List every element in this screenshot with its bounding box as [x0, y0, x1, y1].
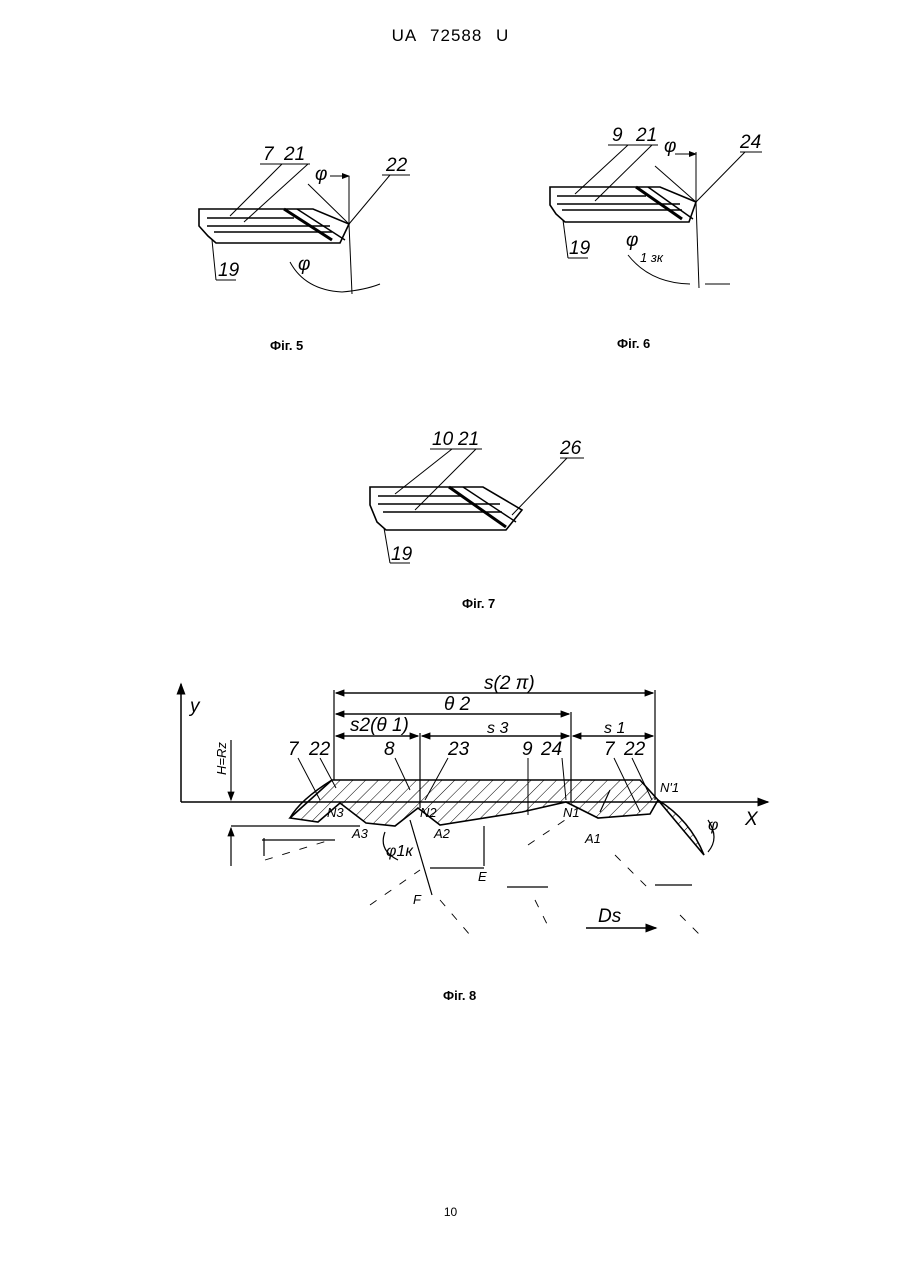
fig5-label-19: 19: [218, 260, 240, 281]
page-number: 10: [0, 1205, 901, 1219]
fig8-label-22-left: 22: [308, 739, 331, 760]
fig8-ds-label: Ds: [598, 906, 622, 927]
figure-5-caption: Фіг. 5: [270, 338, 303, 353]
fig5-label-21: 21: [283, 144, 305, 165]
tool-body-fig6: [550, 187, 696, 222]
figure-8-caption: Фіг. 8: [443, 988, 476, 1003]
fig8-point-n1: N1: [563, 805, 580, 820]
fig8-dim-s3: s 3: [487, 720, 508, 737]
fig8-height-label: H=Rz: [214, 742, 229, 775]
fig6-label-9: 9: [612, 125, 623, 146]
figure-6: [550, 145, 762, 288]
fig7-label-10: 10: [432, 429, 454, 450]
fig8-point-e: E: [478, 869, 487, 884]
fig5-label-22: 22: [385, 155, 408, 176]
fig8-point-a2: A2: [433, 826, 451, 841]
fig8-point-a1: A1: [584, 831, 601, 846]
fig6-angle-phi: φ: [664, 136, 676, 157]
tool-body-fig7: [370, 487, 522, 530]
fig8-angle-phi1k: φ1к: [386, 843, 414, 860]
fig7-label-26: 26: [559, 438, 582, 459]
hatched-profile: [290, 780, 658, 826]
fig5-angle-phi-lower: φ: [298, 254, 310, 275]
fig6-label-19: 19: [569, 238, 591, 259]
fig8-point-n1-prime: N'1: [660, 780, 679, 795]
leaders-fig7: [384, 449, 584, 563]
fig8-point-f: F: [413, 892, 422, 907]
fig8-label-9: 9: [522, 739, 533, 760]
fig6-label-24: 24: [739, 132, 761, 153]
fig7-label-21: 21: [457, 429, 479, 450]
fig6-angle-phi-lower: φ: [626, 230, 638, 251]
fig8-label-24: 24: [540, 739, 562, 760]
fig8-dim-s2theta1: s2(θ 1): [350, 715, 409, 736]
fig5-angle-phi: φ: [315, 164, 327, 185]
figure-6-caption: Фіг. 6: [617, 336, 650, 351]
fig8-dim-s2pi: s(2 π): [484, 673, 535, 694]
fig8-label-7-right: 7: [604, 739, 616, 760]
fig8-y-axis-label: y: [188, 696, 201, 717]
leaders-fig5: [212, 164, 410, 294]
fig8-label-23: 23: [447, 739, 470, 760]
fig8-point-a3: A3: [351, 826, 369, 841]
fig8-x-axis-label: X: [744, 809, 759, 830]
fig8-label-22-right: 22: [623, 739, 646, 760]
fig7-label-19: 19: [391, 544, 413, 565]
fig8-point-n2: N2: [420, 805, 437, 820]
fig6-angle-subscript: 1 зк: [640, 250, 664, 265]
figure-8: [181, 684, 768, 935]
figure-7-caption: Фіг. 7: [462, 596, 495, 611]
fig8-dim-theta2: θ 2: [444, 694, 471, 715]
fig8-point-n3: N3: [327, 805, 344, 820]
fig8-dim-s1: s 1: [604, 720, 625, 737]
tool-body-fig5: [199, 209, 349, 243]
fig8-angle-phi: φ: [708, 817, 718, 834]
fig8-label-7-left: 7: [288, 739, 300, 760]
fig8-label-8: 8: [384, 739, 395, 760]
fig5-label-7: 7: [263, 144, 275, 165]
leaders-fig6: [563, 145, 762, 288]
fig6-label-21: 21: [635, 125, 657, 146]
